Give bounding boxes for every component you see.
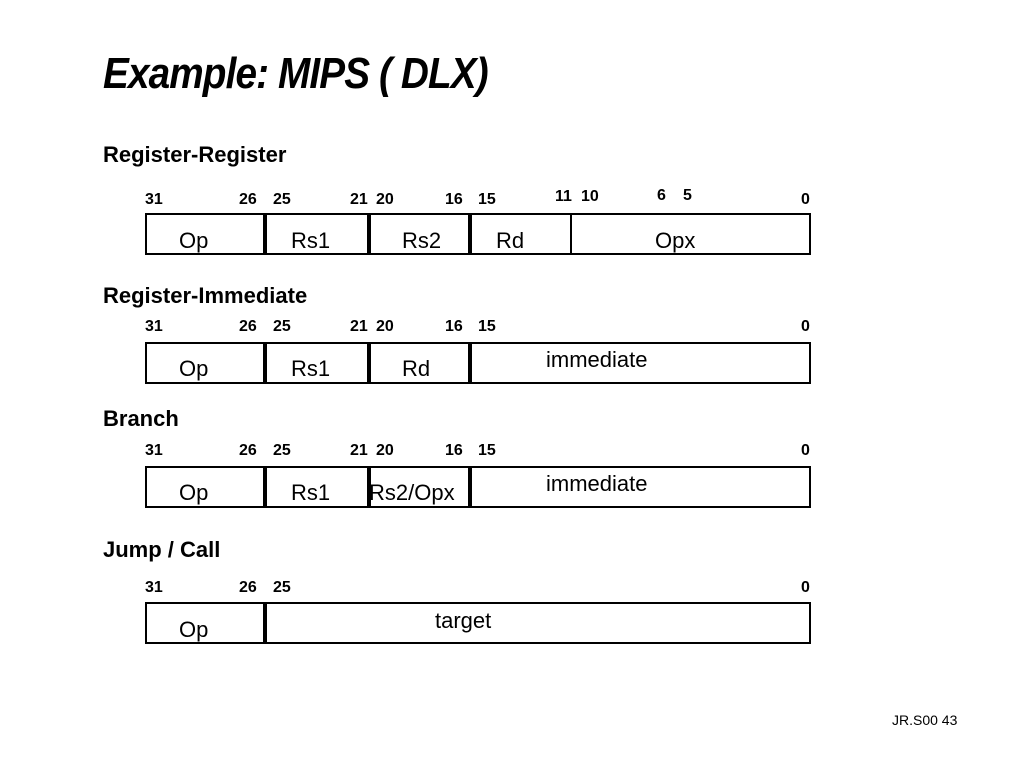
bit-label: 25	[273, 579, 291, 596]
slide-footer: JR.S00 43	[892, 712, 958, 728]
field-op: Op	[179, 617, 209, 642]
bit-label: 26	[239, 442, 257, 459]
slide-title: Example: MIPS ( DLX)	[103, 49, 489, 98]
bit-label: 0	[801, 442, 810, 459]
bit-label: 26	[239, 579, 257, 596]
field-divider	[570, 213, 572, 255]
field-immediate: immediate	[546, 471, 648, 496]
field-divider	[468, 342, 472, 384]
bit-label: 21	[350, 442, 368, 459]
bit-label: 0	[801, 579, 810, 596]
format-heading: Branch	[103, 406, 179, 431]
field-divider	[263, 342, 267, 384]
bit-label: 26	[239, 318, 257, 335]
bit-label: 26	[239, 191, 257, 208]
field-rs1: Rs1	[291, 480, 331, 505]
field-rd: Rd	[496, 228, 525, 253]
field-divider	[263, 213, 267, 255]
field-rs2: Rs2	[402, 228, 442, 253]
bit-label: 25	[273, 191, 291, 208]
bit-label: 25	[273, 318, 291, 335]
bit-label: 31	[145, 318, 163, 335]
field-rs1: Rs1	[291, 356, 331, 381]
bit-label: 16	[445, 318, 463, 335]
bit-label: 5	[683, 187, 692, 204]
field-divider	[263, 466, 267, 508]
bit-label: 31	[145, 579, 163, 596]
instruction-box: Op target	[145, 602, 811, 644]
bit-label: 20	[376, 442, 394, 459]
bit-label: 21	[350, 318, 368, 335]
instruction-box: Op Rs1 Rs2 Rd Opx	[145, 213, 811, 255]
bit-label: 16	[445, 191, 463, 208]
field-op: Op	[179, 228, 209, 253]
field-divider	[367, 213, 371, 255]
field-op: Op	[179, 356, 209, 381]
format-heading: Register-Register	[103, 142, 287, 167]
bit-label: 16	[445, 442, 463, 459]
field-rd: Rd	[402, 356, 431, 381]
field-target: target	[435, 608, 492, 633]
bit-label: 31	[145, 442, 163, 459]
field-opx: Opx	[655, 228, 696, 253]
instruction-box: Op Rs1 Rs2/Opx immediate	[145, 466, 811, 508]
field-divider	[263, 602, 267, 644]
bit-label: 25	[273, 442, 291, 459]
bit-label: 20	[376, 318, 394, 335]
instruction-box: Op Rs1 Rd immediate	[145, 342, 811, 384]
bit-label: 6	[657, 187, 666, 204]
bit-label: 10	[581, 188, 599, 205]
bit-label: 11	[555, 188, 572, 205]
field-rs1: Rs1	[291, 228, 331, 253]
bit-label: 15	[478, 442, 496, 459]
bit-label: 15	[478, 191, 496, 208]
bit-label: 21	[350, 191, 368, 208]
bit-label: 0	[801, 191, 810, 208]
bit-label: 20	[376, 191, 394, 208]
field-op: Op	[179, 480, 209, 505]
field-divider	[468, 213, 472, 255]
field-rs2-opx: Rs2/Opx	[369, 480, 455, 505]
field-divider	[468, 466, 472, 508]
bit-label: 0	[801, 318, 810, 335]
bit-label: 31	[145, 191, 163, 208]
field-immediate: immediate	[546, 347, 648, 372]
field-divider	[367, 466, 371, 508]
bit-label: 15	[478, 318, 496, 335]
format-heading: Jump / Call	[103, 537, 221, 562]
format-heading: Register-Immediate	[103, 283, 308, 308]
field-divider	[367, 342, 371, 384]
